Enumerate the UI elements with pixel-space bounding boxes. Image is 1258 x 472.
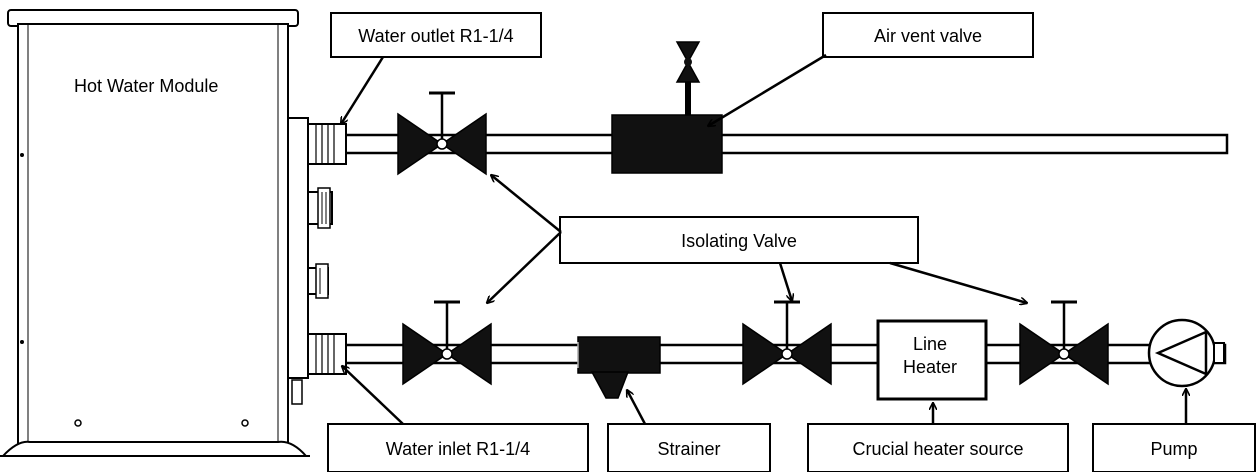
water-outlet-callout: Water outlet R1-1/4 (358, 26, 513, 46)
screw-icon (241, 419, 249, 427)
pump-icon (1147, 318, 1225, 388)
crucial-heater-callout-box (807, 423, 1069, 472)
strainer-callout-box (607, 423, 771, 472)
air-vent-valve (611, 41, 723, 174)
module-title: Hot Water Module (74, 76, 218, 96)
hot-water-module (0, 9, 310, 457)
line-heater-label-2: Heater (903, 357, 957, 377)
rivet-icon (20, 153, 24, 157)
isolating-valve-arrow-1 (491, 175, 562, 233)
line-heater-label-1: Line (913, 334, 947, 354)
screw-icon (74, 419, 82, 427)
air-vent-arrow (708, 53, 827, 126)
pump-callout-box (1092, 423, 1256, 472)
line-heater (876, 319, 988, 401)
outlet-isolating-valve (397, 91, 487, 176)
air-vent-callout: Air vent valve (874, 26, 982, 46)
strainer-device (577, 336, 661, 399)
water-inlet-arrow (342, 366, 404, 425)
isolating-valve-arrow-3 (778, 262, 792, 301)
rivet-icon (20, 340, 24, 344)
water-inlet-callout: Water inlet R1-1/4 (386, 439, 530, 459)
side-fitting (307, 263, 329, 299)
side-fitting (307, 187, 333, 229)
outlet-fitting (307, 123, 347, 165)
water-outlet-arrow (341, 56, 385, 124)
inlet-isolating-valve-1 (402, 300, 492, 386)
air-vent-callout-box (822, 12, 1034, 58)
inlet-fitting (307, 333, 347, 375)
isolating-valve-arrow-4 (889, 261, 1027, 303)
isolating-valve-callout-box (559, 216, 919, 264)
inlet-isolating-valve-3 (1019, 300, 1109, 386)
strainer-arrow (627, 390, 647, 425)
inlet-isolating-valve-2 (742, 300, 832, 386)
isolating-valve-callout: Isolating Valve (681, 231, 797, 251)
crucial-heater-callout: Crucial heater source (852, 439, 1023, 459)
strainer-callout: Strainer (657, 439, 720, 459)
water-inlet-callout-box (327, 423, 589, 472)
water-outlet-callout-box (330, 12, 542, 58)
isolating-valve-arrow-2 (487, 231, 562, 303)
pump-callout: Pump (1150, 439, 1197, 459)
